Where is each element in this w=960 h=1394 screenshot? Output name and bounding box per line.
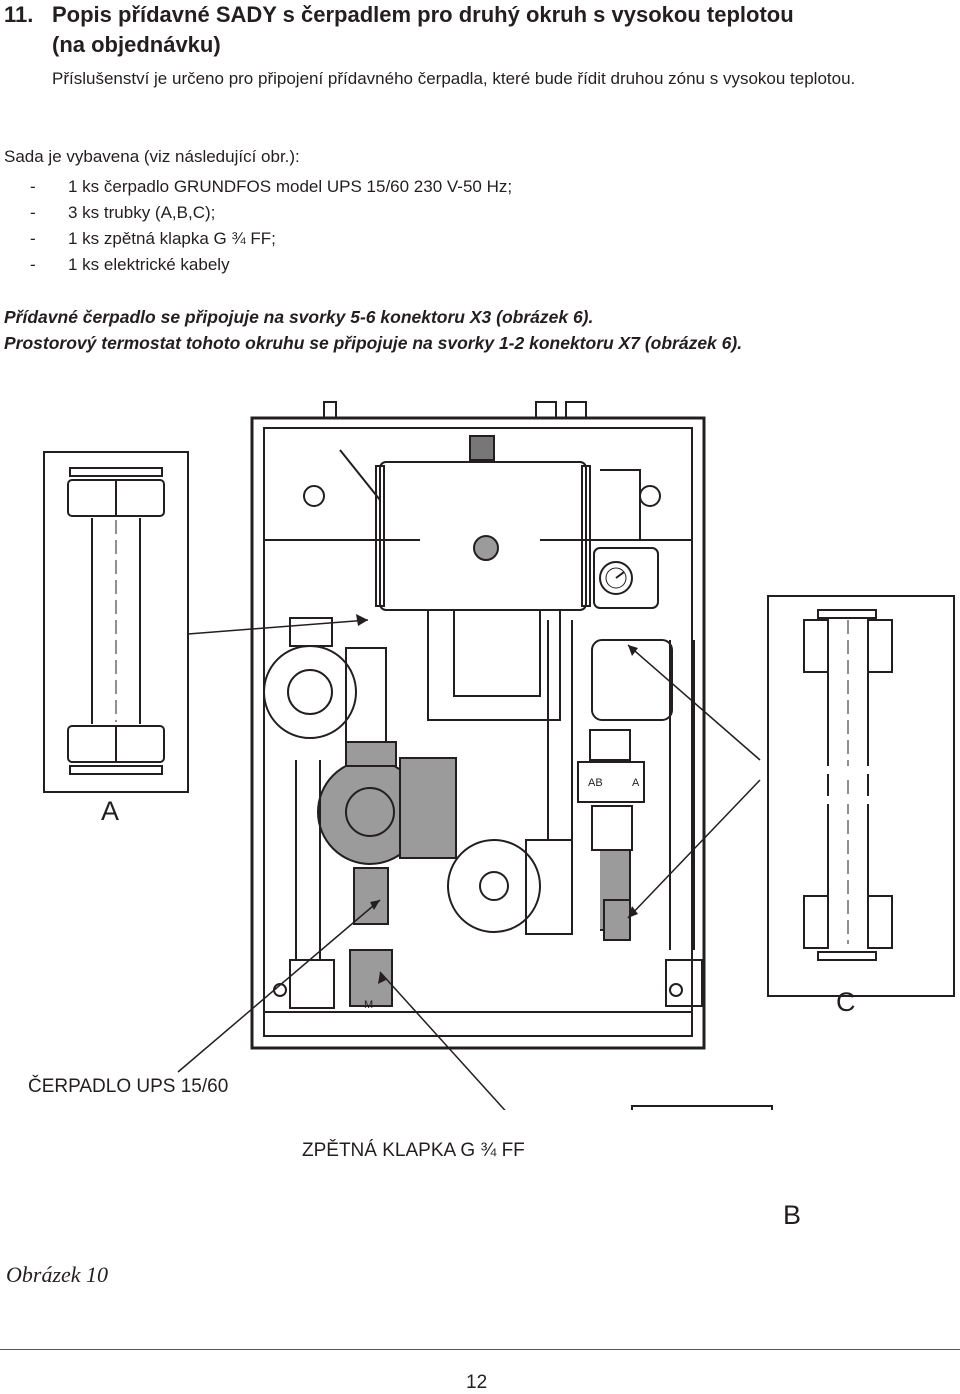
valve-m-marking: M [364, 999, 373, 1011]
label-pipe-a: A [101, 796, 120, 826]
note-pump-wiring: Přídavné čerpadlo se připojuje na svorky… [4, 307, 594, 327]
footer-divider [0, 1349, 960, 1350]
label-pipe-b: B [783, 1200, 802, 1230]
section-heading: 11. Popis přídavné SADY s čerpadlem pro d… [4, 0, 794, 60]
pipe-b-frame [631, 1105, 773, 1110]
list-dash: - [30, 177, 36, 196]
list-item: - 3 ks trubky (A,B,C); [30, 200, 512, 226]
ups-pump [317, 741, 457, 925]
list-item: - 1 ks čerpadlo GRUNDFOS model UPS 15/60 … [30, 174, 512, 200]
intro-paragraph: Příslušenství je určeno pro připojení př… [52, 69, 856, 88]
three-way-valve [577, 729, 645, 941]
pipe-a-drawing [67, 467, 165, 775]
page-number: 12 [466, 1372, 488, 1393]
pipe-a-frame [43, 451, 189, 793]
list-dash: - [30, 203, 36, 222]
valve-ab-marking: AB [588, 777, 603, 789]
pipework [289, 449, 703, 1009]
combustion-chamber [375, 435, 591, 611]
section-number: 11. [4, 2, 34, 27]
list-dash: - [30, 255, 36, 274]
leader-lines [177, 619, 761, 1110]
list-item: - 1 ks zpětná klapka G ¾ FF; [30, 226, 512, 252]
label-check-valve: ZPĚTNÁ KLAPKA G ¾ FF [302, 1140, 525, 1161]
primary-pump [263, 617, 387, 745]
figure-assembly-drawing: AB A M [43, 401, 955, 1110]
valve-a-marking: A [632, 777, 640, 789]
label-pipe-c: C [836, 987, 856, 1017]
section-title-line2: (na objednávku) [52, 32, 221, 57]
kit-intro: Sada je vybavena (viz následující obr.): [4, 147, 300, 166]
section-title-line1: Popis přídavné SADY s čerpadlem pro druh… [52, 2, 794, 27]
boiler-cabinet [250, 401, 706, 1050]
list-item: - 1 ks elektrické kabely [30, 252, 512, 278]
kit-list: - 1 ks čerpadlo GRUNDFOS model UPS 15/60 … [30, 174, 512, 278]
pipe-c-drawing [792, 609, 910, 961]
list-dash: - [30, 229, 36, 248]
pressure-gauge [593, 547, 659, 609]
kit-item-pipes: 3 ks trubky (A,B,C); [68, 203, 216, 222]
wiring-notes: Přídavné čerpadlo se připojuje na svorky… [4, 304, 742, 356]
kit-item-pump: 1 ks čerpadlo GRUNDFOS model UPS 15/60 2… [68, 177, 513, 196]
kit-item-check-valve: 1 ks zpětná klapka G ¾ FF; [68, 229, 276, 248]
secondary-pump [447, 839, 573, 935]
pipe-c-frame [767, 595, 955, 997]
figure-caption: Obrázek 10 [6, 1262, 109, 1287]
label-pump: ČERPADLO UPS 15/60 [28, 1076, 229, 1097]
kit-item-cables: 1 ks elektrické kabely [68, 255, 230, 274]
note-thermostat-wiring: Prostorový termostat tohoto okruhu se př… [4, 333, 743, 353]
